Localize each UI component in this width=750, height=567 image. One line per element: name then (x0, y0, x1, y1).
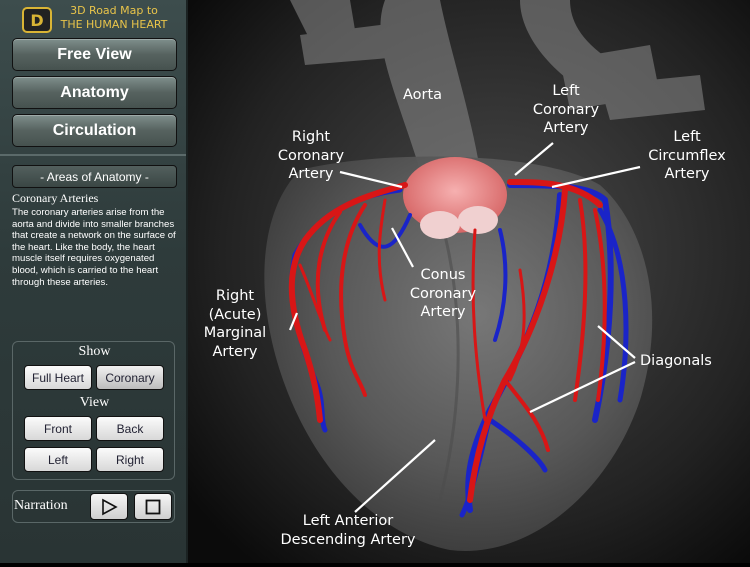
label-lad-line2: Descending Artery (280, 531, 416, 548)
label-aorta: Aorta (403, 87, 443, 103)
heart-3d-view[interactable]: Aorta Left Coronary Artery Right Coronar… (188, 0, 750, 563)
play-icon (102, 498, 118, 515)
label-left-coronary-line2: Coronary (532, 101, 600, 118)
app-title-line1: 3D Road Map to (70, 4, 158, 17)
label-left-anterior-descending-artery: Left Anterior Descending Artery (273, 512, 423, 549)
heart-illustration (188, 0, 750, 563)
label-left-coronary-line3: Artery (543, 120, 589, 136)
label-conus-line2: Coronary (409, 285, 477, 302)
label-right-coronary-line1: Right (291, 129, 331, 145)
label-conus-line3: Artery (420, 304, 466, 320)
divider (0, 154, 186, 156)
app-title: 3D Road Map to THE HUMAN HEART (58, 4, 170, 32)
label-left-coronary-artery: Left Coronary Artery (511, 82, 621, 138)
anatomy-button[interactable]: Anatomy (12, 76, 177, 109)
front-button[interactable]: Front (24, 416, 92, 441)
stop-icon (145, 499, 161, 514)
label-marginal-line1: Right (215, 288, 255, 304)
narration-label: Narration (14, 498, 68, 513)
circulation-button[interactable]: Circulation (12, 114, 177, 147)
full-heart-button[interactable]: Full Heart (24, 365, 92, 390)
section-description: The coronary arteries arise from the aor… (12, 207, 176, 288)
pointer-lines (288, 142, 641, 513)
label-marginal-line4: Artery (212, 343, 258, 360)
label-diagonals: Diagonals (640, 353, 712, 369)
coronary-button[interactable]: Coronary (96, 365, 164, 390)
label-left-coronary-line1: Left (552, 83, 580, 99)
play-button[interactable] (90, 493, 128, 520)
stop-button[interactable] (134, 493, 172, 520)
narration-panel (12, 490, 175, 523)
show-label: Show (78, 344, 111, 359)
label-lad-line1: Left Anterior (302, 513, 394, 529)
areas-of-anatomy-button[interactable]: - Areas of Anatomy - (12, 165, 177, 188)
free-view-button[interactable]: Free View (12, 38, 177, 71)
show-view-panel: Show Full Heart Coronary View Front Back… (12, 341, 175, 480)
label-marginal-line2: (Acute) (208, 306, 262, 323)
right-view-button[interactable]: Right (96, 447, 164, 472)
app-logo: D (22, 7, 52, 33)
label-marginal-line3: Marginal (203, 325, 267, 341)
label-left-circumflex-line2: Circumflex (648, 147, 726, 164)
label-right-marginal-artery: Right (Acute) Marginal Artery (200, 287, 270, 361)
section-title: Coronary Arteries (12, 191, 99, 205)
label-left-circumflex-line1: Left (673, 129, 701, 145)
label-conus-coronary-artery: Conus Coronary Artery (388, 266, 498, 322)
label-left-circumflex-artery: Left Circumflex Artery (635, 128, 739, 184)
label-conus-line1: Conus (420, 267, 466, 283)
coronary-arteries (288, 179, 607, 503)
label-right-coronary-line2: Coronary (277, 147, 345, 164)
back-button[interactable]: Back (96, 416, 164, 441)
great-vessels (290, 0, 705, 170)
label-right-coronary-line3: Artery (288, 166, 334, 182)
sidebar: D 3D Road Map to THE HUMAN HEART Free Vi… (0, 0, 188, 563)
view-label: View (79, 395, 110, 410)
label-right-coronary-artery: Right Coronary Artery (263, 128, 359, 184)
label-left-circumflex-line3: Artery (664, 166, 710, 182)
app-title-line2: THE HUMAN HEART (60, 18, 168, 31)
left-view-button[interactable]: Left (24, 447, 92, 472)
